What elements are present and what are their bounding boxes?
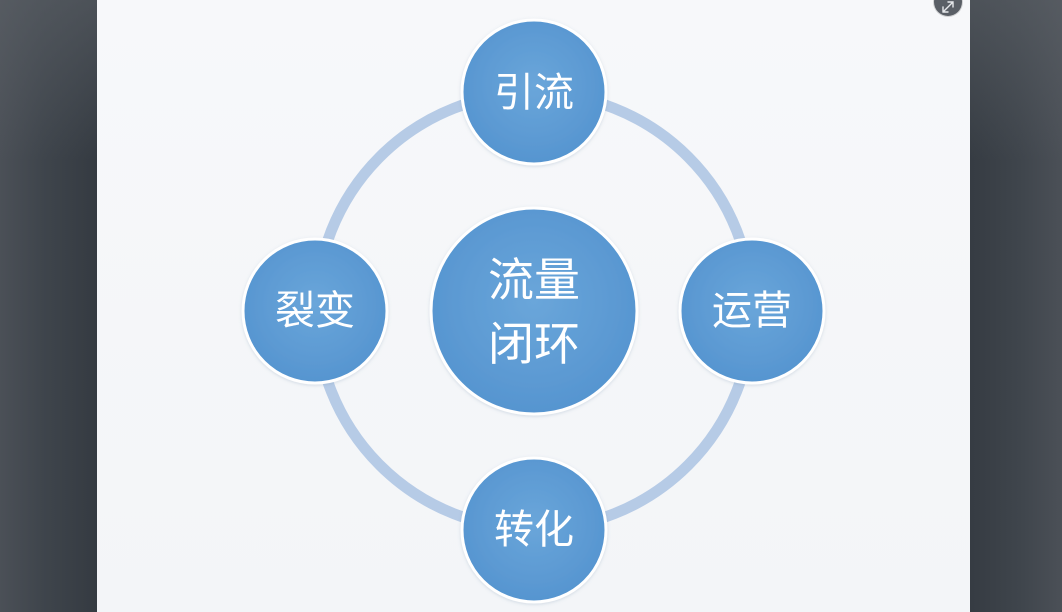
node-right: 运营 <box>678 237 826 385</box>
node-right-label: 运营 <box>712 288 792 334</box>
node-left: 裂变 <box>241 237 389 385</box>
center-label-line1: 流量 <box>488 253 580 307</box>
flow-loop-diagram: 流量 闭环 引流 运营 转化 裂变 <box>241 18 826 604</box>
node-bottom-label: 转化 <box>494 507 574 553</box>
slide-image: 流量 闭环 引流 运营 转化 裂变 <box>97 0 970 612</box>
node-left-label: 裂变 <box>275 288 355 334</box>
expand-icon <box>942 1 954 13</box>
node-bottom: 转化 <box>460 456 608 604</box>
expand-button[interactable] <box>934 0 962 16</box>
center-node: 流量 闭环 <box>429 206 639 416</box>
center-label-line2: 闭环 <box>488 317 580 371</box>
node-top: 引流 <box>460 18 608 166</box>
node-top-label: 引流 <box>494 70 574 116</box>
